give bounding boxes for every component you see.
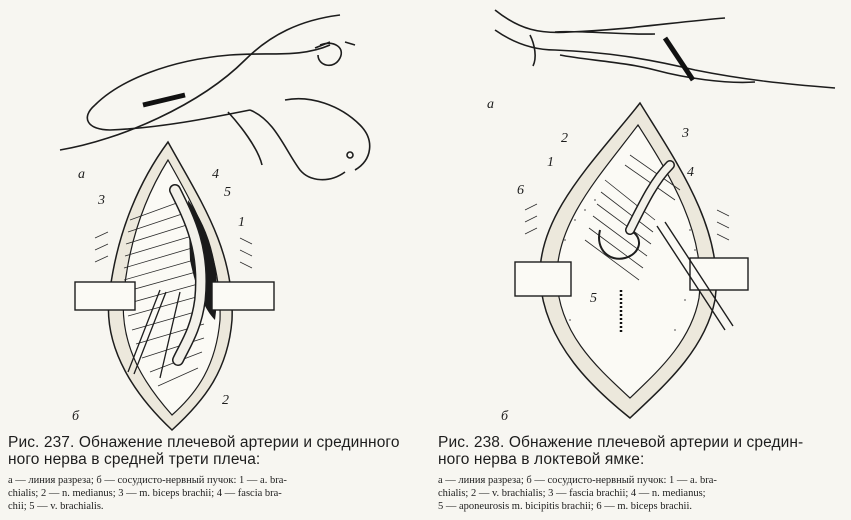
figure-237-legend: а — линия разреза; б — сосудисто-нервный… <box>8 474 287 513</box>
fig237-arm-sketch <box>59 14 371 181</box>
legend-line: chialis; 2 — v. brachialis; 3 — fascia b… <box>438 488 706 499</box>
fig237-label-a: а <box>78 167 85 182</box>
legend-line: а — линия разреза; б — сосудисто-нервный… <box>8 475 287 486</box>
fig238-arm-sketch <box>494 9 836 89</box>
legend-line: а — линия разреза; б — сосудисто-нервный… <box>438 475 717 486</box>
fig238-incision-line <box>662 36 696 82</box>
fig237-number-5: 5 <box>224 185 231 200</box>
legend-line: chialis; 2 — n. medianus; 3 — m. biceps … <box>8 488 282 499</box>
fig238-label-a: а <box>487 97 494 112</box>
fig237-wound <box>74 140 275 432</box>
fig238-wound <box>514 101 749 419</box>
fig238-number-5: 5 <box>590 291 597 306</box>
figure-237-caption-title: Рис. 237. Обнажение плечевой артерии и с… <box>8 434 400 468</box>
fig237-number-3: 3 <box>97 193 105 208</box>
caption-line: ного нерва в средней трети плеча: <box>8 451 261 468</box>
fig237-incision-line <box>142 92 186 108</box>
fig237-number-2: 2 <box>222 393 229 408</box>
fig238-number-3: 3 <box>681 126 689 141</box>
caption-line: Рис. 237. Обнажение плечевой артерии и с… <box>8 434 400 451</box>
figure-237-illustration: а 3 4 5 1 2 б <box>59 14 371 432</box>
fig238-number-1: 1 <box>547 155 554 170</box>
fig238-number-4: 4 <box>687 165 694 180</box>
fig238-number-2: 2 <box>561 131 568 146</box>
figure-238-legend: а — линия разреза; б — сосудисто-нервный… <box>438 474 717 513</box>
fig237-number-1: 1 <box>238 215 245 230</box>
caption-line: Рис. 238. Обнажение плечевой артерии и с… <box>438 434 804 451</box>
fig238-number-6: 6 <box>517 183 524 198</box>
fig237-number-4: 4 <box>212 167 219 182</box>
figure-238-illustration: а 2 3 1 <box>487 9 836 424</box>
caption-line: ного нерва в локтевой ямке: <box>438 451 645 468</box>
fig237-label-b: б <box>72 409 80 424</box>
legend-line: chii; 5 — v. brachialis. <box>8 501 104 512</box>
fig238-label-b: б <box>501 409 509 424</box>
legend-line: 5 — aponeurosis m. bicipitis brachii; 6 … <box>438 501 692 512</box>
figure-238-caption-title: Рис. 238. Обнажение плечевой артерии и с… <box>438 434 803 468</box>
